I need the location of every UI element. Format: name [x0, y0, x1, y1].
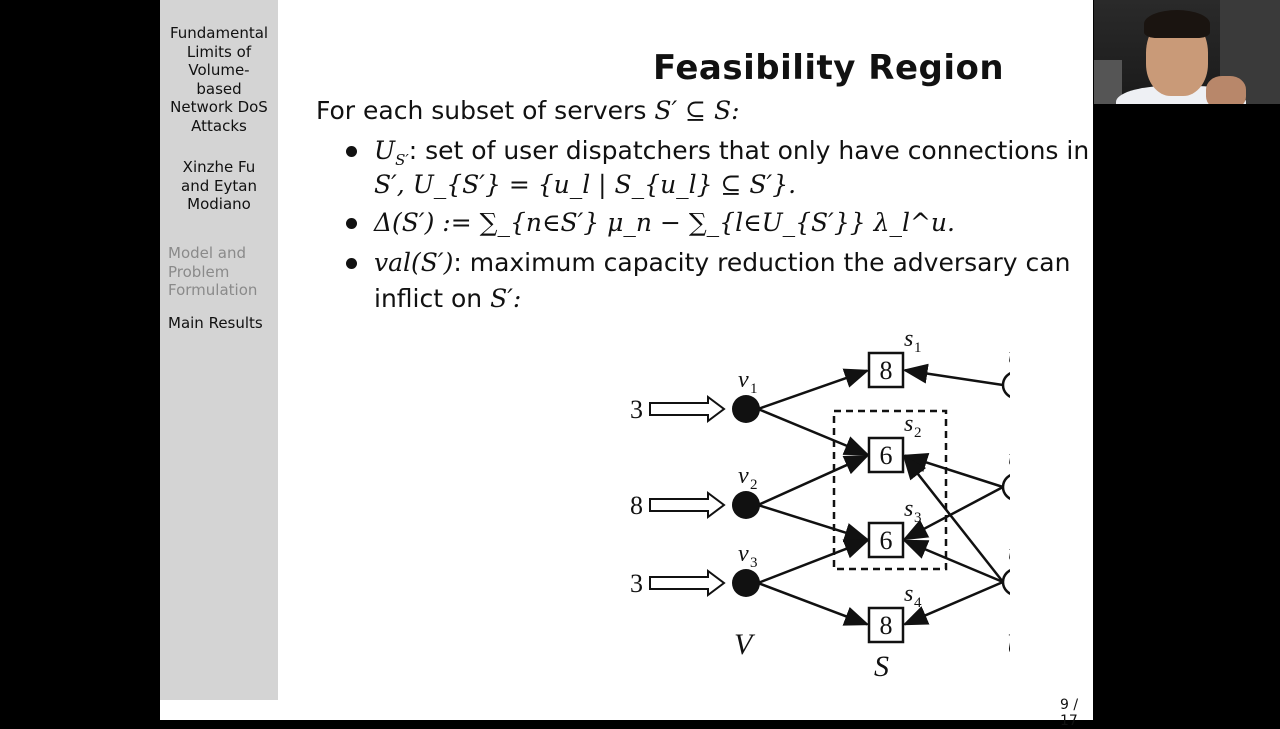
math-symbol: U: [374, 136, 396, 165]
bullet-1-line-2: S′, U_{S′} = {u_l | S_{u_l} ⊆ S′}.: [374, 170, 797, 199]
talk-title-line: Volume-: [188, 61, 250, 79]
sidebar-nav: Fundamental Limits of Volume- based Netw…: [160, 0, 278, 700]
intro-line: For each subset of servers S′ ⊆ S:: [316, 96, 740, 125]
server-label-sub: 4: [914, 595, 922, 611]
attacker-label-sub: 2: [750, 477, 758, 493]
sidebar-authors[interactable]: Xinzhe Fu and Eytan Modiano: [160, 158, 278, 214]
server-capacity: 8: [880, 356, 893, 385]
server-label-sub: 3: [914, 510, 922, 526]
user-node: [1001, 569, 1010, 595]
edge-attacker-to-server: [757, 503, 870, 543]
author-line: Xinzhe Fu: [182, 158, 256, 176]
section-line: Formulation: [168, 281, 258, 299]
edge-attacker-to-server: [757, 539, 870, 585]
edge-user-to-server: [902, 363, 1004, 387]
bullet-1-line-1: US′: set of user dispatchers that only h…: [374, 136, 1089, 169]
bullet-text: : maximum capacity reduction the adversa…: [453, 248, 1071, 277]
edge-attacker-to-server: [757, 581, 870, 626]
bullet-dot: [346, 258, 357, 269]
talk-title-line: Limits of: [186, 42, 252, 61]
presenter-hair: [1144, 10, 1210, 38]
attacker-node: [732, 491, 760, 519]
slide: Fundamental Limits of Volume- based Netw…: [160, 0, 1093, 729]
attacker-label-sub: 3: [750, 555, 758, 571]
intro-text: For each subset of servers: [316, 96, 647, 125]
section-line: Problem: [168, 262, 230, 281]
edge-attacker-to-server: [757, 407, 870, 456]
bullet-text: : set of user dispatchers that only have…: [408, 136, 1090, 165]
server-capacity: 6: [880, 526, 893, 555]
server-label: s: [904, 496, 913, 522]
user-node: [1001, 474, 1010, 500]
user-node: [1001, 372, 1010, 398]
input-arrow-attacker: [649, 569, 726, 597]
user-label: u: [1008, 445, 1010, 471]
server-label: s: [904, 411, 913, 437]
attacker-node: [732, 569, 760, 597]
user-label: u: [1008, 540, 1010, 566]
attacker-label: v: [738, 541, 749, 567]
talk-title-line: Network DoS: [170, 98, 268, 116]
author-line: Modiano: [187, 195, 251, 213]
server-node: [867, 521, 905, 559]
page-number: 9 / 17: [1060, 697, 1079, 729]
set-label-users: U: [1006, 628, 1010, 661]
math-symbol: (S′): [411, 248, 454, 277]
server-label: s: [904, 581, 913, 607]
bullet-2-line: Δ(S′) := ∑_{n∈S′} μ_n − ∑_{l∈U_{S′}} λ_l…: [374, 208, 955, 237]
user-label: u: [1008, 343, 1010, 369]
bullet-text: inflict on: [374, 284, 483, 313]
attacker-label: v: [738, 463, 749, 489]
math-symbol: val: [374, 248, 412, 277]
math-subscript: S′: [395, 151, 409, 169]
edge-attacker-to-server: [757, 368, 870, 411]
edge-user-to-server: [902, 454, 1004, 583]
server-node: [867, 606, 905, 644]
server-label-sub: 1: [914, 340, 922, 356]
bullet-dot: [346, 218, 357, 229]
server-node: [867, 436, 905, 474]
section-line: Model and: [168, 244, 247, 262]
edge-attacker-to-server: [757, 454, 870, 507]
edge-user-to-server: [902, 539, 1004, 584]
attacker-label: v: [738, 367, 749, 393]
math-symbol: S′:: [490, 284, 522, 313]
sidebar-section-main-results[interactable]: Main Results: [160, 314, 278, 333]
network-graph: 3v18v23v38s16s26s38s44u13u22u3VSU: [630, 326, 1010, 683]
edge-user-to-server: [902, 485, 1004, 541]
input-arrow-attacker: [649, 395, 726, 423]
intro-math: S′ ⊆ S:: [654, 96, 740, 125]
attacker-label-sub: 1: [750, 381, 758, 397]
server-node: [867, 351, 905, 389]
server-label-sub: 2: [914, 425, 922, 441]
bullet-dot: [346, 146, 357, 157]
sidebar-section-model[interactable]: Model and Problem Formulation: [160, 244, 278, 300]
talk-title-line: Fundamental: [169, 24, 269, 42]
server-capacity: 6: [880, 441, 893, 470]
input-arrow-attacker: [649, 491, 726, 519]
sidebar-talk-title[interactable]: Fundamental Limits of Volume- based Netw…: [160, 24, 278, 135]
attacker-input-value: 3: [630, 569, 643, 598]
bullet-3-line-1: val(S′): maximum capacity reduction the …: [374, 248, 1070, 277]
slide-title: Feasibility Region: [653, 48, 1005, 88]
edge-user-to-server: [902, 452, 1004, 489]
subset-dashed-box: [832, 409, 948, 571]
attacker-input-value: 3: [630, 395, 643, 424]
talk-title-line: Attacks: [191, 116, 247, 135]
server-label: s: [904, 326, 913, 352]
set-label-servers: S: [874, 650, 889, 683]
talk-title-line: based: [196, 79, 242, 98]
server-capacity: 8: [880, 611, 893, 640]
presenter-hand: [1206, 76, 1246, 104]
bullet-3-line-2: inflict on S′:: [374, 284, 521, 313]
attacker-node: [732, 395, 760, 423]
section-line: Main Results: [168, 314, 263, 332]
edge-user-to-server: [902, 580, 1004, 626]
author-line: and Eytan: [181, 176, 257, 195]
set-label-attackers: V: [734, 628, 756, 661]
attacker-input-value: 8: [630, 491, 643, 520]
presenter-webcam: [1094, 0, 1280, 104]
